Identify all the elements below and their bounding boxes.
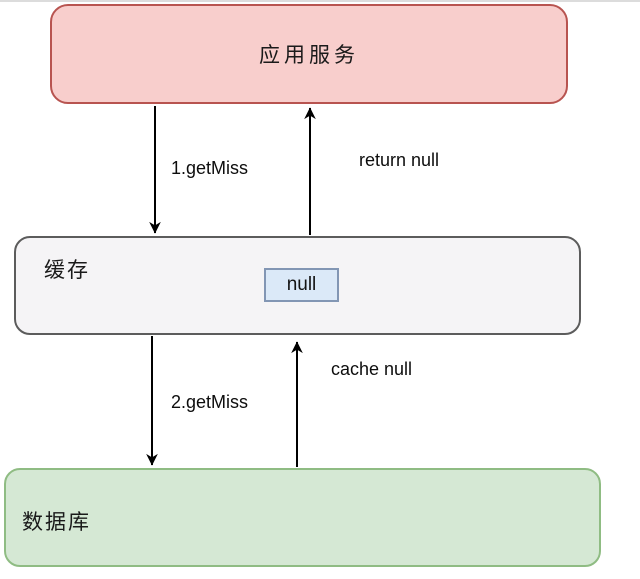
edge-label-cache-null: cache null: [331, 359, 413, 379]
node-app-service-label: 应用服务: [259, 44, 359, 67]
edge-label-1-getmiss: 1.getMiss: [171, 158, 249, 178]
null-value-box: null: [264, 268, 339, 302]
node-database: 数据库: [4, 468, 601, 567]
node-database-label: 数据库: [22, 511, 91, 534]
node-app-service: 应用服务: [50, 4, 568, 104]
node-cache: 缓存 null: [14, 236, 581, 335]
edge-label-return-null: return null: [359, 150, 440, 170]
null-value-text: null: [286, 274, 317, 295]
top-divider: [0, 0, 640, 2]
node-cache-label: 缓存: [44, 259, 90, 282]
edge-label-2-getmiss: 2.getMiss: [171, 392, 249, 412]
